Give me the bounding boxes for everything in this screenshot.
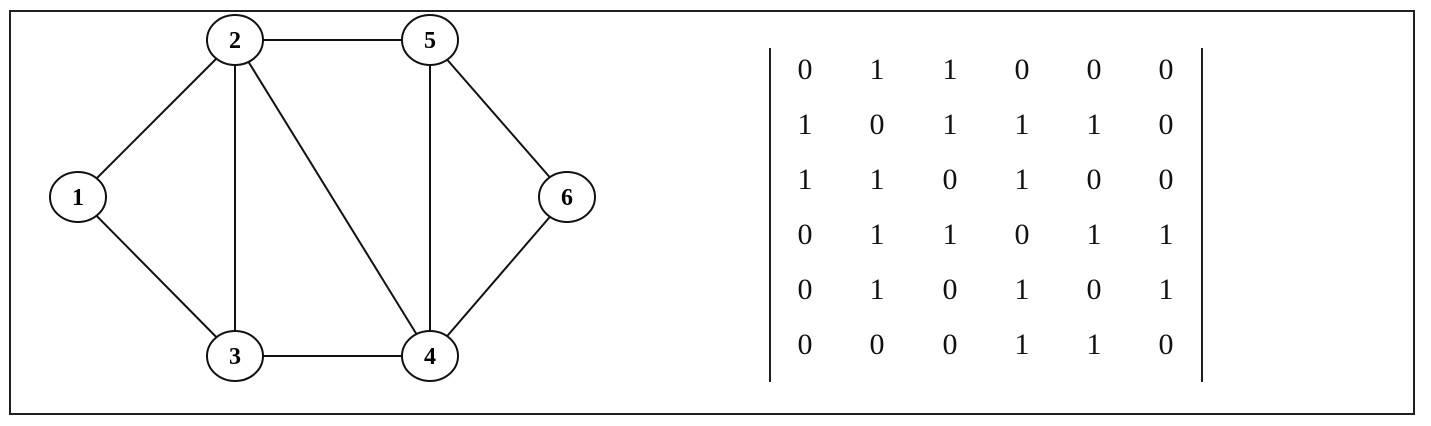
matrix-cell-r2-c4: 1 (1014, 108, 1030, 141)
matrix-cell-r5-c2: 1 (869, 273, 885, 306)
matrix-cell-r6-c6: 0 (1158, 328, 1174, 361)
matrix-cell-r4-c1: 0 (797, 218, 813, 251)
node-circle (206, 330, 264, 382)
matrix-cell-r3-c1: 1 (797, 163, 813, 196)
matrix-cell-r3-c4: 1 (1014, 163, 1030, 196)
matrix-cell-r1-c4: 0 (1014, 53, 1030, 86)
node-circle (538, 171, 596, 223)
matrix-cell-r1-c2: 1 (869, 53, 885, 86)
matrix-cell-r3-c5: 0 (1086, 163, 1102, 196)
matrix-cell-r2-c3: 1 (942, 108, 958, 141)
matrix-right-bar (1201, 48, 1203, 382)
matrix-cell-r2-c5: 1 (1086, 108, 1102, 141)
matrix-cell-r5-c4: 1 (1014, 273, 1030, 306)
node-1: 1 (49, 171, 107, 223)
matrix-cell-r2-c1: 1 (797, 108, 813, 141)
node-circle (49, 171, 107, 223)
matrix-cell-r1-c3: 1 (942, 53, 958, 86)
node-circle (401, 14, 459, 66)
node-2: 2 (206, 14, 264, 66)
matrix-cells: 0 1 1 0 0 0 1 0 1 1 1 0 1 1 0 1 0 0 0 1 1 0 1 1 0 1 0 1 0 1 0 0 0 1 1 0 (769, 48, 1203, 382)
node-label: 1 (72, 185, 84, 211)
node-label: 6 (561, 185, 573, 211)
matrix-cell-r2-c6: 0 (1158, 108, 1174, 141)
matrix-cell-r6-c5: 1 (1086, 328, 1102, 361)
node-circle (206, 14, 264, 66)
edge-4-6 (429, 196, 568, 357)
matrix-cell-r3-c6: 0 (1158, 163, 1174, 196)
matrix-cell-r5-c3: 0 (942, 273, 958, 306)
edge-2-4 (234, 39, 431, 357)
matrix-cell-r1-c6: 0 (1158, 53, 1174, 86)
matrix-cell-r6-c4: 1 (1014, 328, 1030, 361)
matrix-cell-r2-c2: 0 (869, 108, 885, 141)
matrix-cell-r4-c2: 1 (869, 218, 885, 251)
matrix-cell-r4-c5: 1 (1086, 218, 1102, 251)
matrix-cell-r3-c3: 0 (942, 163, 958, 196)
matrix-cell-r4-c3: 1 (942, 218, 958, 251)
adjacency-matrix: 0 1 1 0 0 0 1 0 1 1 1 0 1 1 0 1 0 0 0 1 1 0 1 1 0 1 0 1 0 1 0 0 0 1 1 0 (769, 48, 1203, 382)
figure-frame (9, 10, 1415, 415)
graph-nodes: 1 2 3 4 5 6 (49, 14, 596, 382)
matrix-cell-r6-c1: 0 (797, 328, 813, 361)
graph-edges (77, 39, 568, 357)
edge-1-3 (77, 196, 236, 357)
edge-1-2 (77, 39, 236, 198)
node-label: 5 (424, 28, 436, 54)
node-label: 4 (424, 344, 436, 370)
node-circle (401, 330, 459, 382)
matrix-cell-r5-c1: 0 (797, 273, 813, 306)
node-label: 3 (229, 344, 241, 370)
node-label: 2 (229, 28, 241, 54)
node-3: 3 (206, 330, 264, 382)
matrix-cell-r5-c5: 0 (1086, 273, 1102, 306)
node-5: 5 (401, 14, 459, 66)
matrix-cell-r4-c6: 1 (1158, 218, 1174, 251)
matrix-cell-r3-c2: 1 (869, 163, 885, 196)
matrix-cell-r5-c6: 1 (1158, 273, 1174, 306)
edge-5-6 (429, 39, 568, 198)
node-6: 6 (538, 171, 596, 223)
matrix-cell-r4-c4: 0 (1014, 218, 1030, 251)
matrix-cell-r6-c2: 0 (869, 328, 885, 361)
node-4: 4 (401, 330, 459, 382)
matrix-cell-r6-c3: 0 (942, 328, 958, 361)
matrix-cell-r1-c5: 0 (1086, 53, 1102, 86)
matrix-left-bar (769, 48, 771, 382)
matrix-cell-r1-c1: 0 (797, 53, 813, 86)
